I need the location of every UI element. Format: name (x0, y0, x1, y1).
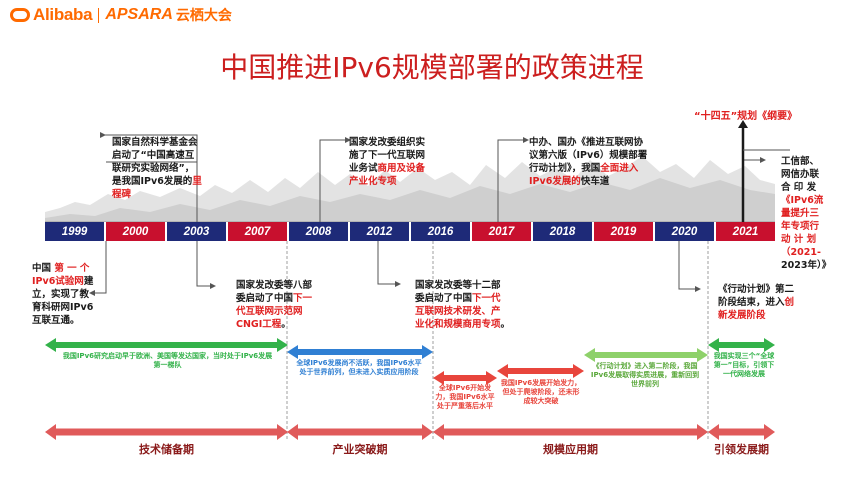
stage-label-2: 全球IPv6发展尚不活跃，我国IPv6水平处于世界前列，但未进入实质应用阶段 (296, 359, 422, 376)
year-cell: 2018 (533, 222, 594, 241)
year-cell: 2007 (228, 222, 289, 241)
note-2012: 国家发改委组织实 施了下一代互联网 业务试商用及设备 产业化专项 (349, 137, 426, 187)
note-1999: 中国 第 一 个 IPv6试验网建 立，实现了教 育科研网IPv6 互联互通。 (32, 263, 94, 326)
stage-arrow-2 (287, 345, 433, 359)
year-timeline: 1999 2000 2003 2007 2008 2012 2016 2017 … (45, 222, 775, 241)
stage-label-1: 我国IPv6研究启动早于欧洲、美国等发达国家，当时处于IPv6发展第一梯队 (62, 352, 273, 369)
year-cell: 2000 (106, 222, 167, 241)
year-cell: 2008 (289, 222, 350, 241)
year-cell: 2021 (716, 222, 775, 241)
alibaba-logo-icon (10, 8, 30, 22)
logo-brand: Alibaba (33, 5, 93, 24)
note-2020: 《行动计划》第二 阶段结束，进入创 新发展阶段 (718, 284, 795, 321)
stage-label-4: 我国IPv6发展开始发力，但处于爬坡阶段，还未形成较大突破 (500, 379, 582, 405)
note-2016: 国家发改委等十二部 委启动了中国下一代 互联网技术研发、产 业化和规模商用专项。 (415, 280, 511, 330)
stage-label-6: 我国实现三个“全球第一”目标，引领下一代网络发展 (713, 352, 775, 378)
year-cell: 2016 (411, 222, 472, 241)
stage-arrow-4 (497, 364, 584, 378)
year-cell: 2017 (472, 222, 533, 241)
note-2007: 国家发改委等八部 委启动了中国下一 代互联网示范网 CNGI工程。 (236, 280, 313, 330)
logo-partner: APSARA (105, 6, 173, 23)
stage-arrow-5 (584, 348, 708, 362)
note-2018: 中办、国办《推进互联网协 议第六版（IPv6）规模部署 行动计划》，我国全面进入… (529, 137, 648, 187)
stage-arrow-6 (708, 338, 775, 352)
logo-divider (98, 7, 100, 23)
stage-label-3: 全球IPv6开始发力，我国IPv6水平处于严重落后水平 (435, 384, 495, 410)
header-logo: Alibaba APSARA 云栖大会 (10, 4, 232, 26)
note-2003: 国家自然科学基金会 启动了“中国高速互 联研究实验网络”， 是我国IPv6发展的… (112, 137, 202, 200)
phase-label-1: 技术储备期 (139, 443, 194, 456)
logo-event: 云栖大会 (175, 8, 232, 24)
stage-arrow-3 (433, 371, 497, 385)
year-cell: 2020 (655, 222, 716, 241)
year-cell: 2003 (167, 222, 228, 241)
phase-label-2: 产业突破期 (332, 443, 388, 456)
page-title: 中国推进IPv6规模部署的政策进程 (220, 51, 644, 84)
note-2021: 工信部、 网信办联 合 印 发 《IPv6流 量提升三 年专项行 动 计 划 （… (781, 156, 832, 271)
year-cell: 1999 (45, 222, 106, 241)
note-14th-plan: “十四五”规划《纲要》 (694, 111, 798, 122)
year-cell: 2012 (350, 222, 411, 241)
stage-arrow-1 (45, 338, 288, 352)
stage-label-5: 《行动计划》进入第二阶段，我国IPv6发展取得实质进展，重新回到世界前列 (590, 362, 700, 388)
phase-label-4: 引领发展期 (714, 443, 769, 456)
phase-arrows (45, 424, 775, 440)
phase-label-3: 规模应用期 (543, 443, 598, 456)
year-cell: 2019 (594, 222, 655, 241)
